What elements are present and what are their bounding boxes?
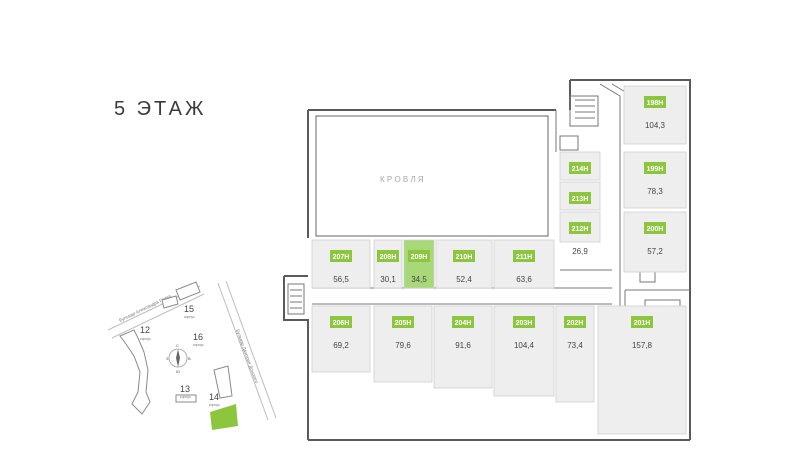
- unit-id-label: 200H: [647, 226, 664, 233]
- unit-id-label: 208H: [380, 254, 397, 261]
- unit-208H[interactable]: 208H 30,1: [373, 239, 403, 289]
- unit-area-label: 104,3: [645, 121, 666, 130]
- floor-plan-walls: [283, 79, 691, 441]
- unit-area-label: 91,6: [455, 341, 471, 350]
- unit-200H[interactable]: 200H 57,2: [623, 211, 687, 273]
- unit-203H[interactable]: 203H 104,4: [493, 305, 555, 397]
- unit-id-label: 203H: [516, 320, 533, 327]
- unit-area-label: 73,4: [567, 341, 583, 350]
- unit-id-label: 202H: [567, 320, 584, 327]
- unit-id-label: 205H: [395, 320, 412, 327]
- unit-id-label: 207H: [333, 254, 350, 261]
- unit-badge: [377, 250, 399, 262]
- floor-title: 5 ЭТАЖ: [114, 98, 207, 120]
- unit-badge: [569, 162, 591, 174]
- unit-id-label: 214H: [572, 166, 589, 173]
- unit-area[interactable]: [311, 239, 371, 289]
- unit-211H[interactable]: 211H 63,6: [493, 239, 555, 289]
- unit-area[interactable]: [623, 151, 687, 209]
- unit-id-label: 211H: [516, 254, 532, 261]
- unit-207H[interactable]: 207H 56,5: [311, 239, 371, 289]
- unit-area-label: 56,5: [333, 275, 349, 284]
- unit-id-label: 213H: [572, 196, 589, 203]
- unit-206H[interactable]: 206H 69,2: [311, 305, 371, 373]
- unit-id-label: 199H: [647, 166, 664, 173]
- unit-badge: [569, 222, 591, 234]
- unit-id-label: 210H: [456, 254, 473, 261]
- unit-badge: [513, 250, 535, 262]
- unit-area-label: 63,6: [516, 275, 532, 284]
- unit-badge: [644, 162, 666, 174]
- unit-area[interactable]: [559, 181, 601, 211]
- unit-badge: [644, 96, 666, 108]
- unit-badge: [330, 316, 352, 328]
- unit-area-label: 52,4: [456, 275, 472, 284]
- unit-201H[interactable]: 201H 157,8: [597, 305, 687, 435]
- unit-badge: [408, 250, 430, 262]
- unit-area[interactable]: [623, 211, 687, 273]
- unit-id-label: 206H: [333, 320, 350, 327]
- unit-209H[interactable]: 209H 34,5: [403, 239, 435, 289]
- unit-badge: [644, 222, 666, 234]
- unit-area[interactable]: [311, 305, 371, 373]
- unit-area[interactable]: [623, 85, 687, 145]
- unit-area-label: 34,5: [411, 275, 427, 284]
- unit-210H[interactable]: 210H 52,4: [435, 239, 493, 289]
- unit-204H[interactable]: 204H 91,6: [433, 305, 493, 389]
- unit-area-label: 78,3: [647, 187, 663, 196]
- unit-area[interactable]: [493, 239, 555, 289]
- unit-area-label: 104,4: [514, 341, 535, 350]
- unit-badge: [569, 192, 591, 204]
- unit-id-label: 212H: [572, 226, 589, 233]
- unit-badge: [513, 316, 535, 328]
- roof-label: К Р О В Л Я: [380, 175, 424, 184]
- unit-area-label: 157,8: [632, 341, 653, 350]
- unit-area-label: 30,1: [380, 275, 396, 284]
- unit-id-label: 209H: [411, 254, 428, 261]
- unit-badge: [452, 316, 474, 328]
- unit-area-label: 79,6: [395, 341, 411, 350]
- units-layer: 198H104,3199H78,3200H57,2214H25,0213H23,…: [311, 85, 687, 435]
- unit-area-label: 57,2: [647, 247, 663, 256]
- unit-205H[interactable]: 205H 79,6: [373, 305, 433, 383]
- unit-badge: [453, 250, 475, 262]
- unit-id-label: 201H: [634, 320, 651, 327]
- unit-id-label: 204H: [455, 320, 472, 327]
- unit-area[interactable]: [373, 239, 403, 289]
- unit-199H[interactable]: 199H 78,3: [623, 151, 687, 209]
- unit-area-label: 26,9: [572, 247, 588, 256]
- unit-198H[interactable]: 198H 104,3: [623, 85, 687, 145]
- unit-badge: [330, 250, 352, 262]
- unit-badge: [392, 316, 414, 328]
- unit-area[interactable]: [403, 239, 435, 289]
- unit-badge: [564, 316, 586, 328]
- unit-212H[interactable]: 212H 26,9: [559, 211, 601, 256]
- unit-area-label: 69,2: [333, 341, 349, 350]
- unit-id-label: 198H: [647, 100, 664, 107]
- unit-area[interactable]: [433, 305, 493, 389]
- unit-202H[interactable]: 202H 73,4: [555, 305, 595, 403]
- unit-area[interactable]: [435, 239, 493, 289]
- unit-badge: [631, 316, 653, 328]
